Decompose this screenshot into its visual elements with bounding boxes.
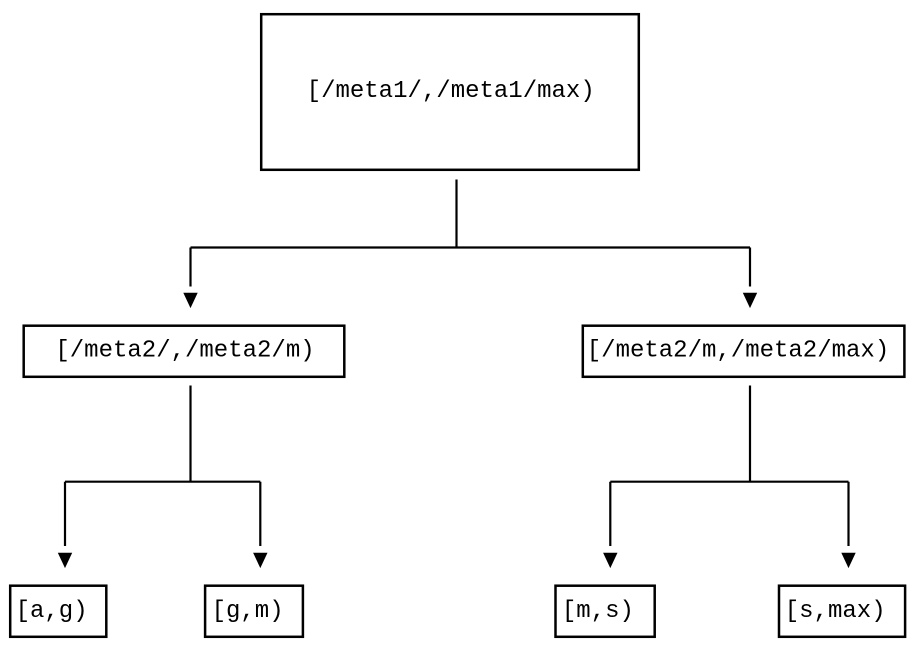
svg-text:[/meta2/,/meta2/m): [/meta2/,/meta2/m) (55, 337, 314, 364)
svg-text:[s,max): [s,max) (785, 598, 886, 625)
svg-text:[a,g): [a,g) (16, 598, 88, 625)
svg-text:[/meta2/m,/meta2/max): [/meta2/m,/meta2/max) (587, 337, 889, 364)
svg-text:[/meta1/,/meta1/max): [/meta1/,/meta1/max) (307, 78, 595, 105)
svg-text:[m,s): [m,s) (562, 598, 634, 625)
svg-text:[g,m): [g,m) (212, 598, 284, 625)
